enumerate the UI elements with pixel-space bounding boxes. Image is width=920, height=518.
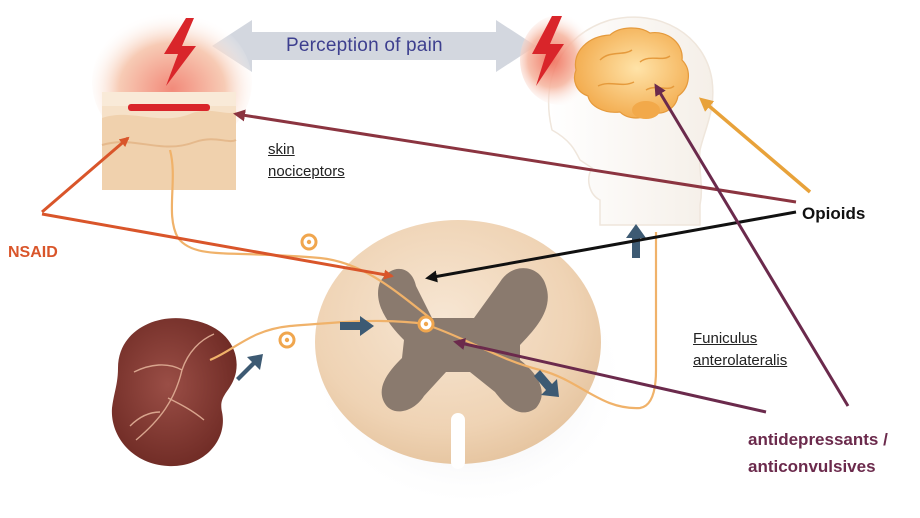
organ-icon — [112, 318, 237, 466]
antidep-label-line2: anticonvulsives — [748, 453, 888, 480]
skin-label-line1: skin — [268, 139, 345, 161]
nsaid-arrow-cord — [42, 214, 392, 276]
skin-nociceptors-label: skin nociceptors — [268, 139, 345, 183]
funiculus-label-line2: anterolateralis — [693, 350, 787, 372]
opioids-arrow-brain — [702, 100, 810, 192]
funiculus-label-line1: Funiculus — [693, 328, 787, 350]
opioids-label: Opioids — [802, 204, 865, 224]
funiculus-label: Funiculus anterolateralis — [693, 328, 787, 372]
perception-of-pain-label: Perception of pain — [286, 35, 443, 57]
nsaid-label: NSAID — [8, 244, 58, 262]
antidep-label-line1: antidepressants / — [748, 426, 888, 453]
antidepressants-label: antidepressants / anticonvulsives — [748, 426, 888, 480]
skin-label-line2: nociceptors — [268, 161, 345, 183]
